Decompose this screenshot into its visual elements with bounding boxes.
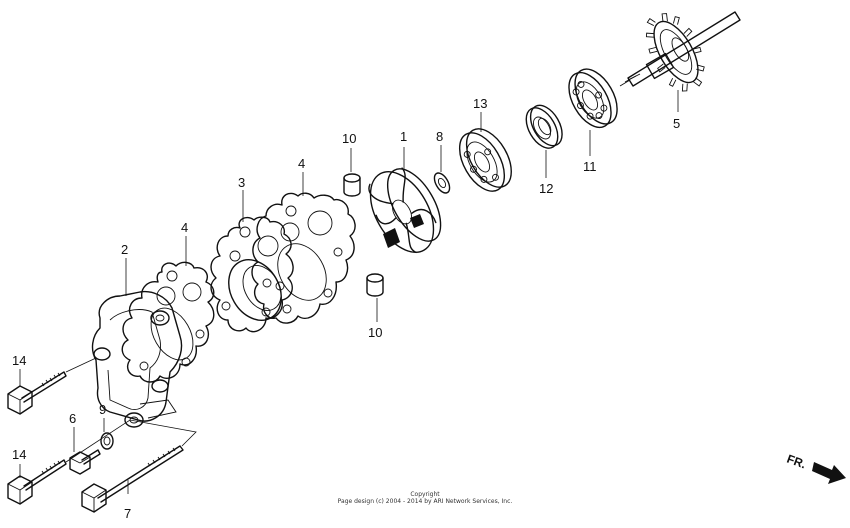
part-6-bolt[interactable] <box>69 449 101 475</box>
callout-3: 3 <box>238 175 245 190</box>
part-11-bearing[interactable] <box>560 62 626 134</box>
callout-2: 2 <box>121 242 128 257</box>
callout-1: 1 <box>400 129 407 144</box>
callout-7: 7 <box>124 506 131 521</box>
leader-lines <box>19 90 679 494</box>
part-2-pump-cover[interactable] <box>91 290 183 428</box>
part-8-washer[interactable] <box>431 170 452 195</box>
part-3-pump-plate[interactable] <box>210 216 294 333</box>
part-7-long-bolt[interactable] <box>81 445 184 513</box>
part-5-pump-shaft-gear[interactable] <box>619 4 741 100</box>
callout-9: 9 <box>99 402 106 417</box>
part-10-dowel-pin-upper[interactable] <box>343 173 361 197</box>
front-arrow-icon <box>812 462 846 484</box>
callout-11: 11 <box>583 159 597 174</box>
part-1-impeller[interactable] <box>357 157 453 263</box>
callout-14-lower: 14 <box>12 447 26 462</box>
part-4-gasket-upper[interactable] <box>251 192 356 324</box>
callout-5: 5 <box>673 116 680 131</box>
callout-10-upper: 10 <box>342 131 356 146</box>
callout-6: 6 <box>69 411 76 426</box>
part-13-bearing[interactable] <box>450 121 520 198</box>
footer-copyright: Copyright Page design (c) 2004 - 2014 by… <box>0 491 850 505</box>
part-9-washer[interactable] <box>100 432 114 450</box>
callout-12: 12 <box>539 181 553 196</box>
footer-line-2: Page design (c) 2004 - 2014 by ARI Netwo… <box>337 498 513 505</box>
part-14-bolt-upper[interactable] <box>7 371 67 415</box>
callout-8: 8 <box>436 129 443 144</box>
callout-14-upper: 14 <box>12 353 26 368</box>
callout-10-lower: 10 <box>368 325 382 340</box>
part-12-oil-seal[interactable] <box>520 100 569 154</box>
callout-labels: 1 2 3 4 4 5 6 7 8 9 10 10 11 12 13 14 14 <box>12 96 680 521</box>
front-direction-indicator: FR. <box>785 452 846 484</box>
callout-4-lower: 4 <box>181 220 188 235</box>
fr-label: FR. <box>785 452 808 472</box>
part-4-gasket-lower[interactable] <box>121 261 215 383</box>
part-10-dowel-pin-lower[interactable] <box>366 273 384 297</box>
callout-4-upper: 4 <box>298 156 305 171</box>
footer-line-1: Copyright <box>410 491 440 498</box>
callout-13: 13 <box>473 96 487 111</box>
